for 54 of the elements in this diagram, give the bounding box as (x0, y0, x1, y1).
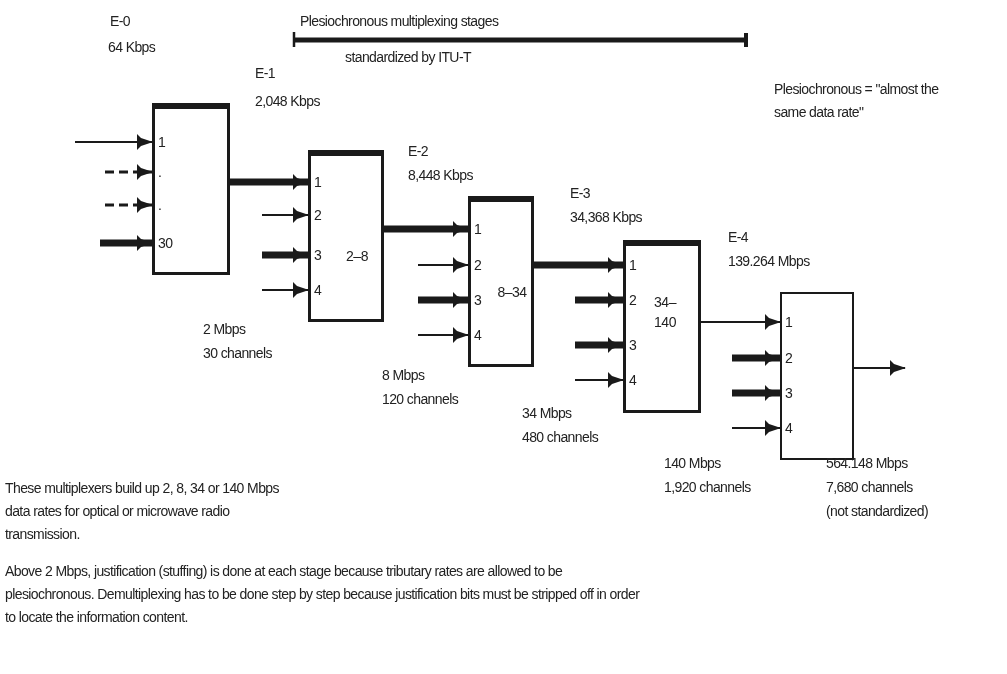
text-label: Plesiochronous = "almost the same data rate" (774, 80, 940, 122)
port-label: . (158, 164, 162, 180)
text-label: E-3 (570, 184, 591, 203)
port-label: 30 (158, 235, 173, 251)
port-label: 3 (474, 292, 482, 308)
port-label: 4 (314, 282, 322, 298)
multiplexer-box (152, 103, 230, 275)
text-label: (not standardized) (826, 502, 930, 521)
text-label: E-4 (728, 228, 749, 247)
ratio-label: 2–8 (345, 247, 369, 266)
text-label: 30 channels (203, 344, 273, 363)
port-label: . (158, 197, 162, 213)
text-label: 139.264 Mbps (728, 252, 811, 271)
multiplexer-box (308, 150, 384, 322)
text-label: 2,048 Kbps (255, 92, 321, 111)
text-label: 8 Mbps (382, 366, 426, 385)
multiplexer-box (780, 292, 854, 460)
port-label: 4 (785, 420, 793, 436)
multiplexer-box (623, 240, 701, 413)
port-label: 3 (629, 337, 637, 353)
port-label: 2 (629, 292, 637, 308)
text-label: standardized by ITU-T (345, 48, 473, 67)
text-label: Above 2 Mbps, justification (stuffing) is done at each stage because tributary rates are allowed to be plesiochronous. Demultiplexing has to be done step by step because justification bits must be stripped off in order to locate the information content. (5, 562, 641, 627)
text-label: 7,680 channels (826, 478, 914, 497)
port-label: 4 (629, 372, 637, 388)
port-label: 1 (158, 134, 166, 150)
port-label: 1 (785, 314, 793, 330)
text-label: 34,368 Kbps (570, 208, 644, 227)
port-label: 3 (314, 247, 322, 263)
text-label: 140 Mbps (664, 454, 722, 473)
port-label: 1 (314, 174, 322, 190)
text-label: 564.148 Mbps (826, 454, 909, 473)
ratio-label: 8–34 (496, 283, 528, 302)
port-label: 2 (314, 207, 322, 223)
ratio-label: 34– 140 (653, 293, 678, 332)
text-label: E-0 (110, 12, 131, 31)
port-label: 2 (785, 350, 793, 366)
text-label: 480 channels (522, 428, 600, 447)
text-label: These multiplexers build up 2, 8, 34 or 140 Mbps data rates for optical or microwave radio transmission. (5, 479, 280, 544)
port-label: 4 (474, 327, 482, 343)
multiplexer-box (468, 196, 534, 367)
port-label: 3 (785, 385, 793, 401)
text-label: 34 Mbps (522, 404, 573, 423)
text-label: 1,920 channels (664, 478, 752, 497)
port-label: 1 (474, 221, 482, 237)
text-label: 64 Kbps (108, 38, 157, 57)
text-label: 120 channels (382, 390, 460, 409)
text-label: E-2 (408, 142, 429, 161)
text-label: Plesiochronous multiplexing stages (300, 12, 500, 31)
text-label: 2 Mbps (203, 320, 247, 339)
text-label: 8,448 Kbps (408, 166, 474, 185)
port-label: 1 (629, 257, 637, 273)
text-label: E-1 (255, 64, 276, 83)
port-label: 2 (474, 257, 482, 273)
